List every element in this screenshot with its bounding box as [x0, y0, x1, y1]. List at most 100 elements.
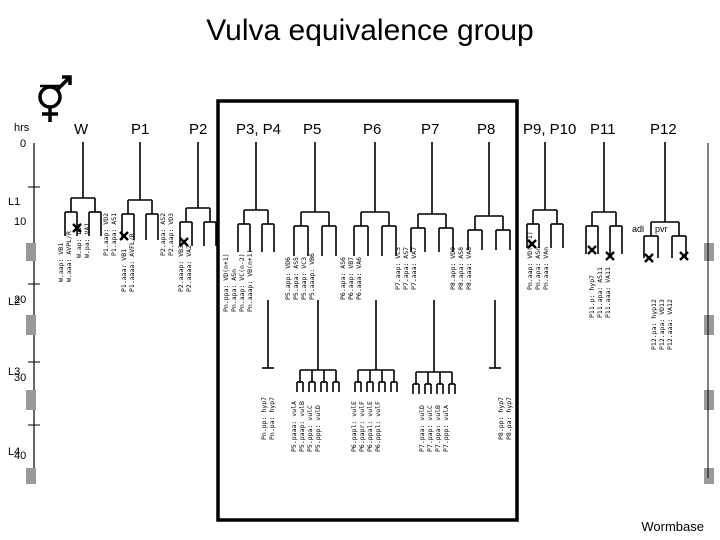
fate-label: P7.paa: vulD [418, 405, 426, 452]
fate-label: Pn.aaap: VB(n+1) [246, 249, 254, 312]
fate-label: P6.apa: AS6 [339, 257, 347, 300]
fate-label: P1.apa: AS1 [110, 213, 118, 256]
fate-label: Pn.aaa: VAn [542, 247, 550, 290]
fate-label: Pn.pp: hyp7 [260, 397, 268, 440]
lineage-label-P9-P10: P9, P10 [523, 121, 576, 138]
fate-label: P11.apa: AS11 [596, 267, 604, 318]
fate-labels-vulva-a: Pn.pp: hyp7 Pn.pa: hyp7 [260, 397, 276, 440]
fate-labels-vulva-e: P8.pp: hyp7 P8.pa: hyp7 [497, 397, 513, 440]
fate-label: P7.aap: VC5 [394, 247, 402, 290]
fate-label: P6.ppal: vulE [366, 401, 374, 452]
cell-death-mark [587, 245, 597, 255]
fate-labels-P2: P2.apa: AS2 P2.aap: VD3 P2.aaap: VB3 P2.… [159, 213, 193, 292]
fate-label: P5.ppp: vulD [314, 405, 322, 452]
fate-label: W.aaa: AVPL/R [65, 231, 73, 282]
fate-label: P6.aap: VB7 [347, 257, 355, 300]
fate-label: P5.aap: VC3 [300, 257, 308, 300]
cell-death-mark [179, 237, 189, 247]
fate-label: P5.paaa: vulA [290, 401, 298, 452]
fate-label: Pn.apa: ASn [230, 269, 238, 312]
fate-labels-P3-P4: Pn.ppa: VD(n+1) Pn.apa: ASn Pn.aap: VC(n… [222, 249, 254, 312]
fate-labels-W: W.aap: VB1 W.aaa: AVPL/R W.ap: DD1 W.pa:… [57, 223, 91, 282]
fate-labels-P8: P8.app: VD9 P8.apa: AS8 P8.aaa: VA8 [449, 247, 473, 290]
fate-label: P5.apa: AS5 [292, 257, 300, 300]
fate-label: P11.aaa: VA11 [604, 267, 612, 318]
axis-tick-label: 10 [14, 216, 26, 228]
stage-label: L1 [8, 196, 20, 208]
fate-label: Pn.ppa: VD(n+1) [222, 253, 230, 312]
axis-tick-label: 20 [14, 294, 26, 306]
lineage-label-P1: P1 [131, 121, 149, 138]
fate-label: P8.apa: AS8 [457, 247, 465, 290]
axis-unit-label: hrs [14, 122, 30, 134]
fate-label: Pn.pa: hyp7 [268, 397, 276, 440]
fate-label: W.aap: VB1 [57, 243, 65, 282]
time-axis: hrs 0 10 20 30 40 L1 L2 L3 L4 [8, 122, 714, 484]
fate-label: Pn.apa: ASn [534, 247, 542, 290]
fate-label: P12.apa: VD13 [658, 299, 666, 350]
cell-death-mark [644, 253, 654, 263]
fate-label: W.ap: DD1 [75, 223, 83, 258]
fate-label: P5.aaap: VB6 [308, 253, 316, 300]
axis-tick-label: 30 [14, 372, 26, 384]
fate-label: Pn.aap: VC(n-2) [238, 253, 246, 312]
fate-labels-P9-P10: Pn.aap: VD(n+1) Pn.apa: ASn Pn.aaa: VAn [526, 231, 550, 290]
fate-labels-P6: P6.apa: AS6 P6.aap: VB7 P6.aaa: VA6 [339, 257, 363, 300]
hermaphrodite-symbol-icon [38, 75, 72, 122]
fate-label: W.pa: VA1 [83, 223, 91, 258]
fate-label: P7.apa: AS7 [402, 247, 410, 290]
fate-label: P2.aap: VD3 [167, 213, 175, 256]
fate-labels-vulva-c: P6.papl: vulE P6.papr: vulF P6.ppal: vul… [350, 401, 382, 452]
lineage-label-P8: P8 [477, 121, 495, 138]
stage-label: L2 [8, 296, 20, 308]
fate-label: Pn.aap: VD(n+1) [526, 231, 534, 290]
lineage-label-P3-P4: P3, P4 [236, 121, 281, 138]
fate-labels-P5: P5.app: VD6 P5.apa: AS5 P5.aap: VC3 P5.a… [284, 253, 316, 300]
slide-title: Vulva equivalence group [206, 14, 534, 47]
fate-label: P5.ppa: vulC [306, 405, 314, 452]
fate-label: P8.pa: hyp7 [505, 397, 513, 440]
fate-label: P12.pa: hyp12 [650, 299, 658, 350]
fate-label: P12.aaa: VA12 [666, 299, 674, 350]
lineage-label-P6: P6 [363, 121, 381, 138]
fate-labels-P12: P12.pa: hyp12 P12.apa: VD13 P12.aaa: VA1… [650, 299, 674, 350]
fate-label: P5.paap: vulB [298, 401, 306, 452]
stage-label: L4 [8, 446, 20, 458]
fate-label: P8.app: VD9 [449, 247, 457, 290]
lineage-label-P7: P7 [421, 121, 439, 138]
axis-tick-label: 0 [20, 138, 26, 150]
fate-labels-P7: P7.aap: VC5 P7.apa: AS7 P7.aaa: VA7 [394, 247, 418, 290]
fate-labels-P11: P11.p: hyp7 P11.apa: AS11 P11.aaa: VA11 [588, 267, 612, 318]
source-credit: Wormbase [641, 519, 704, 534]
vulva-equivalence-group-box [216, 99, 519, 522]
fate-label: P2.aaap: VB3 [177, 245, 185, 292]
fate-label: P6.pppl: vulF [374, 401, 382, 452]
fate-label: P1.aap: VD2 [102, 213, 110, 256]
fate-label: P11.p: hyp7 [588, 275, 596, 318]
lineage-label-P5: P5 [303, 121, 321, 138]
fate-label: P2.aaaa: VA2 [185, 245, 193, 292]
fate-label: P6.papr: vulF [358, 401, 366, 452]
fate-label: P1.aaa: VB1 [120, 249, 128, 292]
annotation-pvr: pvr [655, 224, 668, 234]
fate-label: P6.aaa: VA6 [355, 257, 363, 300]
stage-label: L3 [8, 366, 20, 378]
lineage-label-W: W [74, 121, 89, 138]
fate-label: P7.ppa: vulB [434, 405, 442, 452]
fate-label: P2.apa: AS2 [159, 213, 167, 256]
fate-label: P7.pap: vulC [426, 405, 434, 452]
fate-labels-vulva-b: P5.paaa: vulA P5.paap: vulB P5.ppa: vulC… [290, 401, 322, 452]
lineage-label-P2: P2 [189, 121, 207, 138]
cell-death-mark [527, 239, 537, 249]
cell-death-mark [119, 231, 129, 241]
fate-label: P6.papl: vulE [350, 401, 358, 452]
lineage-label-P12: P12 [650, 121, 677, 138]
lineage-trees [64, 142, 689, 394]
cell-death-mark [679, 251, 689, 261]
fate-labels-vulva-d: P7.paa: vulD P7.pap: vulC P7.ppa: vulB P… [418, 405, 450, 452]
fate-label: P8.pp: hyp7 [497, 397, 505, 440]
fate-label: P5.app: VD6 [284, 257, 292, 300]
lineage-labels: W P1 P2 P3, P4 P5 P6 P7 P8 P9, P10 P11 P… [74, 121, 677, 138]
fate-label: P7.ppp: vulA [442, 405, 450, 452]
